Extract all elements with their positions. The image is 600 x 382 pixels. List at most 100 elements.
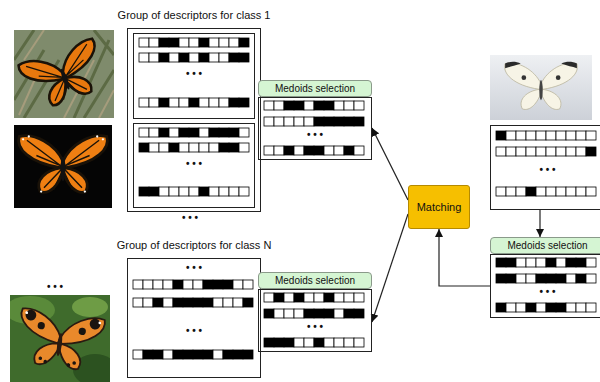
illustration-detail [96,135,98,137]
descriptor-bit [516,147,526,156]
descriptor-bit [189,53,199,62]
descriptor-bit [203,350,213,359]
ellipsis-label: • • • [47,281,63,293]
descriptor-bit [179,38,189,47]
descriptor-bit [149,38,159,47]
descriptor-bit [566,303,576,312]
descriptor-box: • • • [490,254,600,318]
descriptor-row [139,38,249,47]
descriptor-bit [219,187,229,196]
descriptor-bit [163,280,173,289]
node-text: Medoids selection [275,82,355,96]
descriptor-bit [139,38,149,47]
descriptor-bit [199,38,209,47]
descriptor-bit [159,98,169,107]
descriptor-bit [546,303,556,312]
descriptor-bit [203,298,213,307]
descriptor-bit [546,131,556,140]
descriptor-bit [314,309,324,318]
descriptor-bit [229,98,239,107]
node-text: • • • [186,262,202,274]
descriptor-bit [344,117,354,126]
descriptor-bit [264,117,274,126]
descriptor-bit [354,338,364,347]
descriptor-bit [209,98,219,107]
descriptor-bit [274,146,284,155]
connector-arrow [439,229,490,286]
descriptor-bit [556,303,566,312]
descriptor-bit [219,143,229,152]
descriptor-bit [169,53,179,62]
descriptor-bit [239,128,249,137]
descriptor-group: • • • [490,125,600,210]
descriptor-row [496,187,596,196]
descriptor-bit [153,280,163,289]
descriptor-bit [179,98,189,107]
illustration-detail [84,190,86,192]
illustration-detail [56,314,105,373]
illustration-detail [72,297,108,317]
descriptor-bit [586,187,596,196]
descriptor-bit [314,338,324,347]
illustration-detail [14,125,112,208]
descriptor-bit [199,53,209,62]
descriptor-bit [284,117,294,126]
descriptor-bit [284,146,294,155]
descriptor-bit [324,338,334,347]
illustration-detail [539,80,542,100]
descriptor-bit [223,298,233,307]
descriptor-bit [516,258,526,267]
illustration-detail [61,156,66,181]
descriptor-bit [163,298,173,307]
descriptor-bit [274,117,284,126]
illustration-detail [18,38,110,113]
descriptor-bit [304,293,314,302]
illustration-detail [28,135,30,137]
node-text: Medoids selection [275,274,355,288]
descriptor-bit [264,101,274,110]
descriptor-bit [566,187,576,196]
illustration-detail [63,135,107,192]
connector-arrow [539,210,540,237]
connector-arrow [372,128,408,200]
descriptor-row [139,187,249,196]
butterfly-photo [490,55,592,120]
descriptor-bit [239,53,249,62]
descriptor-row [133,298,253,307]
descriptor-bit [159,38,169,47]
descriptor-row [264,309,364,318]
illustration-detail [40,190,42,192]
descriptor-bit [324,146,334,155]
descriptor-bit [496,187,506,196]
descriptor-bit [169,98,179,107]
illustration-detail [72,361,76,365]
descriptor-bit [294,338,304,347]
node-text: • • • [186,158,202,170]
descriptor-bit [304,309,314,318]
descriptor-bit [233,298,243,307]
descriptor-bit [229,38,239,47]
illustration-detail [521,89,541,109]
descriptor-bit [139,143,149,152]
descriptor-bit [344,146,354,155]
descriptor-bit [324,309,334,318]
descriptor-bit [496,274,506,283]
node-text: • • • [539,286,555,298]
descriptor-bit [173,298,183,307]
descriptor-bit [496,147,506,156]
descriptor-bit [159,53,169,62]
descriptor-bit [496,131,506,140]
descriptor-bit [169,187,179,196]
descriptor-bit [139,98,149,107]
descriptor-bit [536,187,546,196]
descriptor-bit [334,338,344,347]
descriptor-bit [169,143,179,152]
descriptor-bit [239,187,249,196]
descriptor-bit [229,143,239,152]
descriptor-bit [546,187,556,196]
illustration-detail [34,340,60,366]
descriptor-bit [354,293,364,302]
descriptor-bit [149,143,159,152]
medoids-header: Medoids selection [258,80,372,97]
descriptor-bit [324,293,334,302]
